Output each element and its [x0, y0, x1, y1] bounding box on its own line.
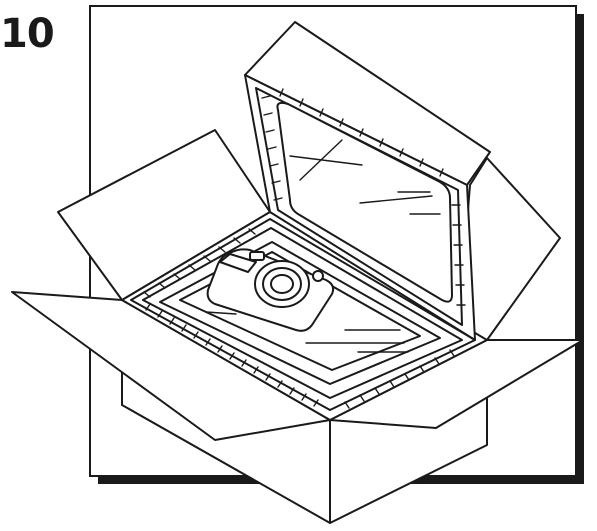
lid-window-icon — [244, 21, 491, 341]
cardboard-box-icon — [11, 129, 584, 524]
tray-glare — [305, 329, 409, 353]
step-number: 10 — [0, 11, 55, 57]
camera-icon — [205, 248, 335, 332]
